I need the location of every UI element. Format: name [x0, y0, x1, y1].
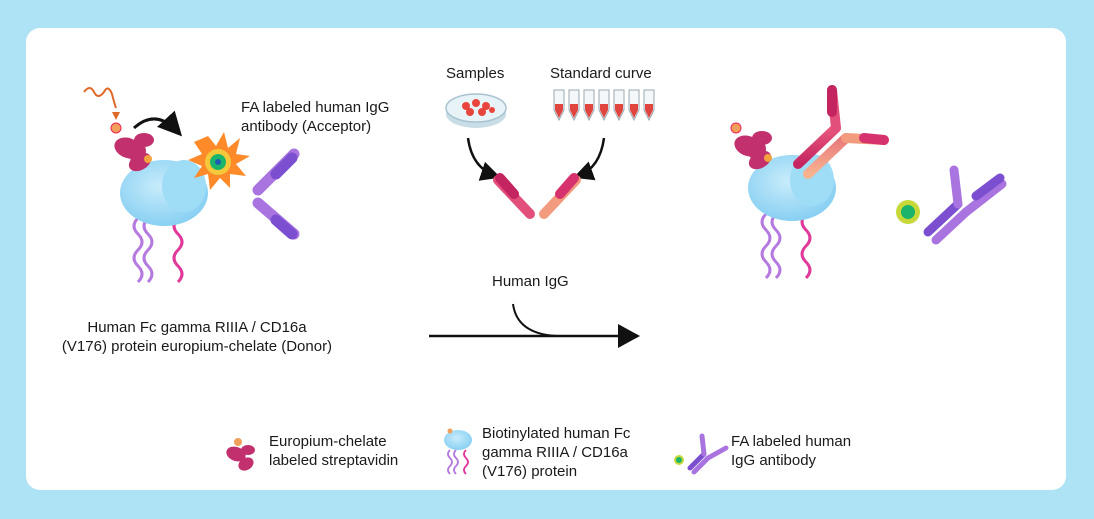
energy-transfer-arrow	[132, 110, 183, 137]
human-igg-label: Human IgG	[492, 273, 569, 290]
legend-fa-antibody-icon	[674, 433, 729, 475]
free-fa-antibody	[896, 165, 1007, 245]
tube-liquid	[600, 104, 608, 118]
fa-antibody-acceptor	[204, 148, 300, 240]
legend-label-fa-antibody: FA labeled human IgG antibody	[731, 433, 852, 469]
tube-liquid	[585, 104, 593, 118]
standard-curve-arrow	[573, 137, 606, 181]
diagram-card: FA labeled human IgG antibody (Acceptor)…	[26, 28, 1066, 490]
legend-label-protein: Biotinylated human Fc gamma RIIIA / CD16…	[482, 425, 631, 480]
excitation-light-icon	[83, 87, 117, 109]
samples-arrow	[466, 137, 501, 181]
igg-merge-curve	[512, 303, 558, 337]
protein-strands	[132, 216, 184, 284]
donor-complex	[83, 87, 300, 284]
tube-liquid	[645, 104, 653, 118]
displaced-complex	[730, 85, 889, 280]
sample-plate-icon	[445, 93, 507, 128]
legend-label-streptavidin: Europium-chelate labeled streptavidin	[269, 433, 399, 469]
europium-chelate-icon	[110, 122, 122, 134]
legend-streptavidin-icon	[226, 438, 255, 471]
tube-liquid	[615, 104, 623, 118]
legend-protein-icon	[444, 428, 472, 475]
tube-liquid	[630, 104, 638, 118]
tube-liquid	[555, 104, 563, 118]
acceptor-label: FA labeled human IgG antibody (Acceptor)	[241, 99, 390, 135]
assay-diagram	[83, 85, 1007, 475]
samples-label: Samples	[446, 65, 505, 82]
standard-curve-label: Standard curve	[550, 65, 652, 82]
standard-tubes-icon	[553, 89, 655, 122]
tube-liquid	[570, 104, 578, 118]
donor-label: Human Fc gamma RIIIA / CD16a (V176) prot…	[61, 319, 333, 355]
human-igg-antibody	[493, 173, 581, 267]
